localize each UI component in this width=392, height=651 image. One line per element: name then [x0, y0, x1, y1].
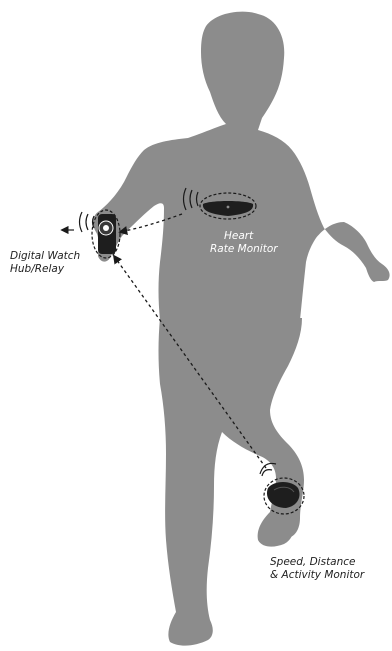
watch-label-line1: Digital Watch [10, 250, 80, 263]
speed-distance-label: Speed, Distance & Activity Monitor [270, 556, 364, 582]
runner-legs [159, 318, 305, 646]
speed-distance-label-line2: & Activity Monitor [270, 569, 364, 582]
watch-label-line2: Hub/Relay [10, 263, 80, 276]
heart-rate-label: Heart Rate Monitor [210, 230, 278, 256]
runner-silhouette [93, 12, 389, 646]
watch-label: Digital Watch Hub/Relay [10, 250, 80, 276]
heart-rate-label-line2: Rate Monitor [210, 243, 278, 256]
wrist-watch-icon [92, 210, 120, 258]
runner-head [201, 12, 284, 131]
speed-distance-label-line1: Speed, Distance [270, 556, 364, 569]
heart-rate-label-line1: Heart [210, 230, 278, 243]
runner-torso [93, 124, 389, 320]
